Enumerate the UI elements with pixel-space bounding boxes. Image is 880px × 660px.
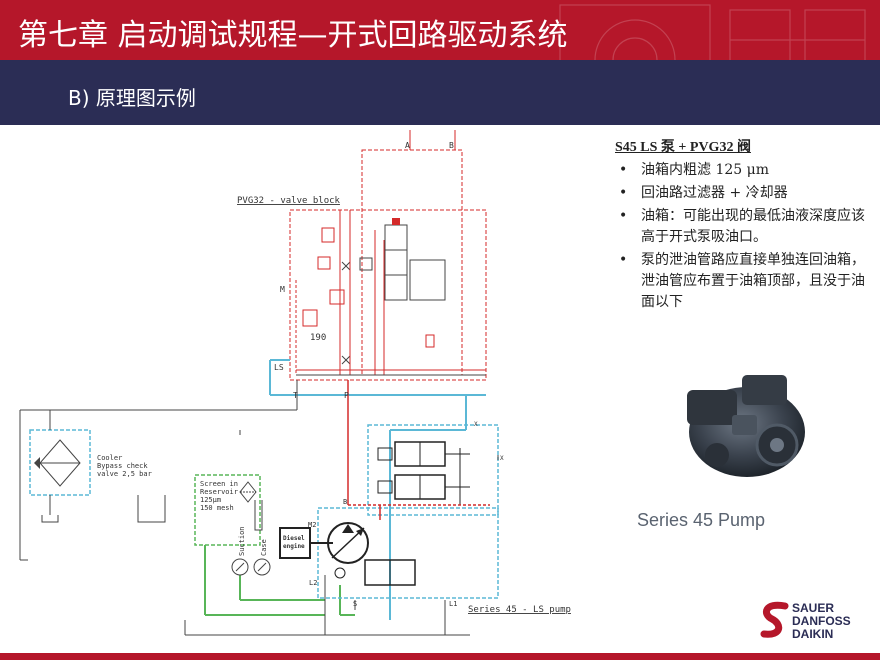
suction-label: Suction <box>238 526 246 556</box>
case-gauge <box>253 558 271 576</box>
pump-outline <box>317 507 499 599</box>
port-ls-label: LS <box>274 363 284 372</box>
section-subtitle: B) 原理图示例 <box>68 86 196 110</box>
case-label: Case <box>260 539 268 556</box>
port-l2-label: L2 <box>309 579 317 587</box>
port-x2-label: X <box>500 455 504 462</box>
screen-label-2: Reservoir <box>200 488 238 496</box>
notes-panel: S45 LS 泵 + PVG32 阀 油箱内粗滤 125 μm 回油路过滤器 +… <box>615 136 870 315</box>
port-m2-label: M2 <box>308 521 316 529</box>
footer-bar <box>0 653 880 660</box>
pump-caption: Series 45 Pump <box>637 510 766 530</box>
reservoir-screen <box>194 474 261 546</box>
logo-mark-icon <box>760 601 789 638</box>
port-l1-label: L1 <box>449 600 457 608</box>
spool-valve <box>384 224 408 301</box>
list-item: 油箱内粗滤 125 μm <box>615 160 870 181</box>
logo-text-1: SAUER <box>792 601 835 615</box>
port-b2-label: B <box>343 498 347 506</box>
screen-label-1: Screen in <box>200 480 238 488</box>
logo-text-2: DANFOSS <box>792 614 851 628</box>
cooler-label: Cooler <box>97 454 122 462</box>
notes-heading: S45 LS 泵 + PVG32 阀 <box>615 140 751 155</box>
port-m-label: M <box>280 285 285 294</box>
company-logo: SAUER DANFOSS DAIKIN <box>760 600 872 646</box>
diesel-label-2: engine <box>283 543 305 550</box>
port-p-label: P <box>344 391 349 400</box>
valve-block-label: PVG32 - valve block <box>237 196 341 206</box>
port-a-label: A <box>405 141 410 150</box>
notes-list: 油箱内粗滤 125 μm 回油路过滤器 + 冷却器 油箱：可能出现的最低油液深度… <box>615 160 870 313</box>
port-s-label: S <box>353 600 357 608</box>
section-bar: B) 原理图示例 <box>0 60 880 125</box>
port-t-label: T <box>293 391 298 400</box>
diesel-engine <box>279 527 311 559</box>
list-item: 回油路过滤器 + 冷却器 <box>615 183 870 204</box>
screen-label-3: 125µm <box>200 496 221 504</box>
list-item: 泵的泄油管路应直接单独连回油箱，泄油管应布置于油箱顶部，且没于油面以下 <box>615 250 870 313</box>
valve-block-outline <box>289 209 487 381</box>
port-x1-label: X <box>474 421 478 428</box>
diesel-label-1: Diesel <box>283 535 305 542</box>
bypass-label-2: valve 2,5 bar <box>97 470 152 478</box>
suction-gauge <box>231 558 249 576</box>
bypass-label-1: Bypass check <box>97 462 148 470</box>
cooler-block <box>29 429 91 496</box>
logo-text-3: DAIKIN <box>792 627 834 641</box>
header-decoration <box>559 4 866 60</box>
pump-photo <box>687 375 805 477</box>
screen-label-4: 150 mesh <box>200 504 234 512</box>
pressure-compensator <box>321 227 335 243</box>
pump-series-label: Series 45 - LS pump <box>468 605 571 615</box>
port-b-label: B <box>449 141 454 150</box>
control-valves-outline <box>367 424 499 516</box>
header-bar: 第七章 启动调试规程—开式回路驱动系统 <box>0 0 880 60</box>
pump-symbol <box>327 522 369 564</box>
hydraulic-schematic: A B PVG32 - valve block M 190 LS T P X X… <box>19 130 571 636</box>
list-item: 油箱：可能出现的最低油液深度应该高于开式泵吸油口。 <box>615 206 870 248</box>
pressure-setting-label: 190 <box>310 333 326 343</box>
valve-section-outline <box>361 149 463 376</box>
page-title: 第七章 启动调试规程—开式回路驱动系统 <box>18 18 568 53</box>
